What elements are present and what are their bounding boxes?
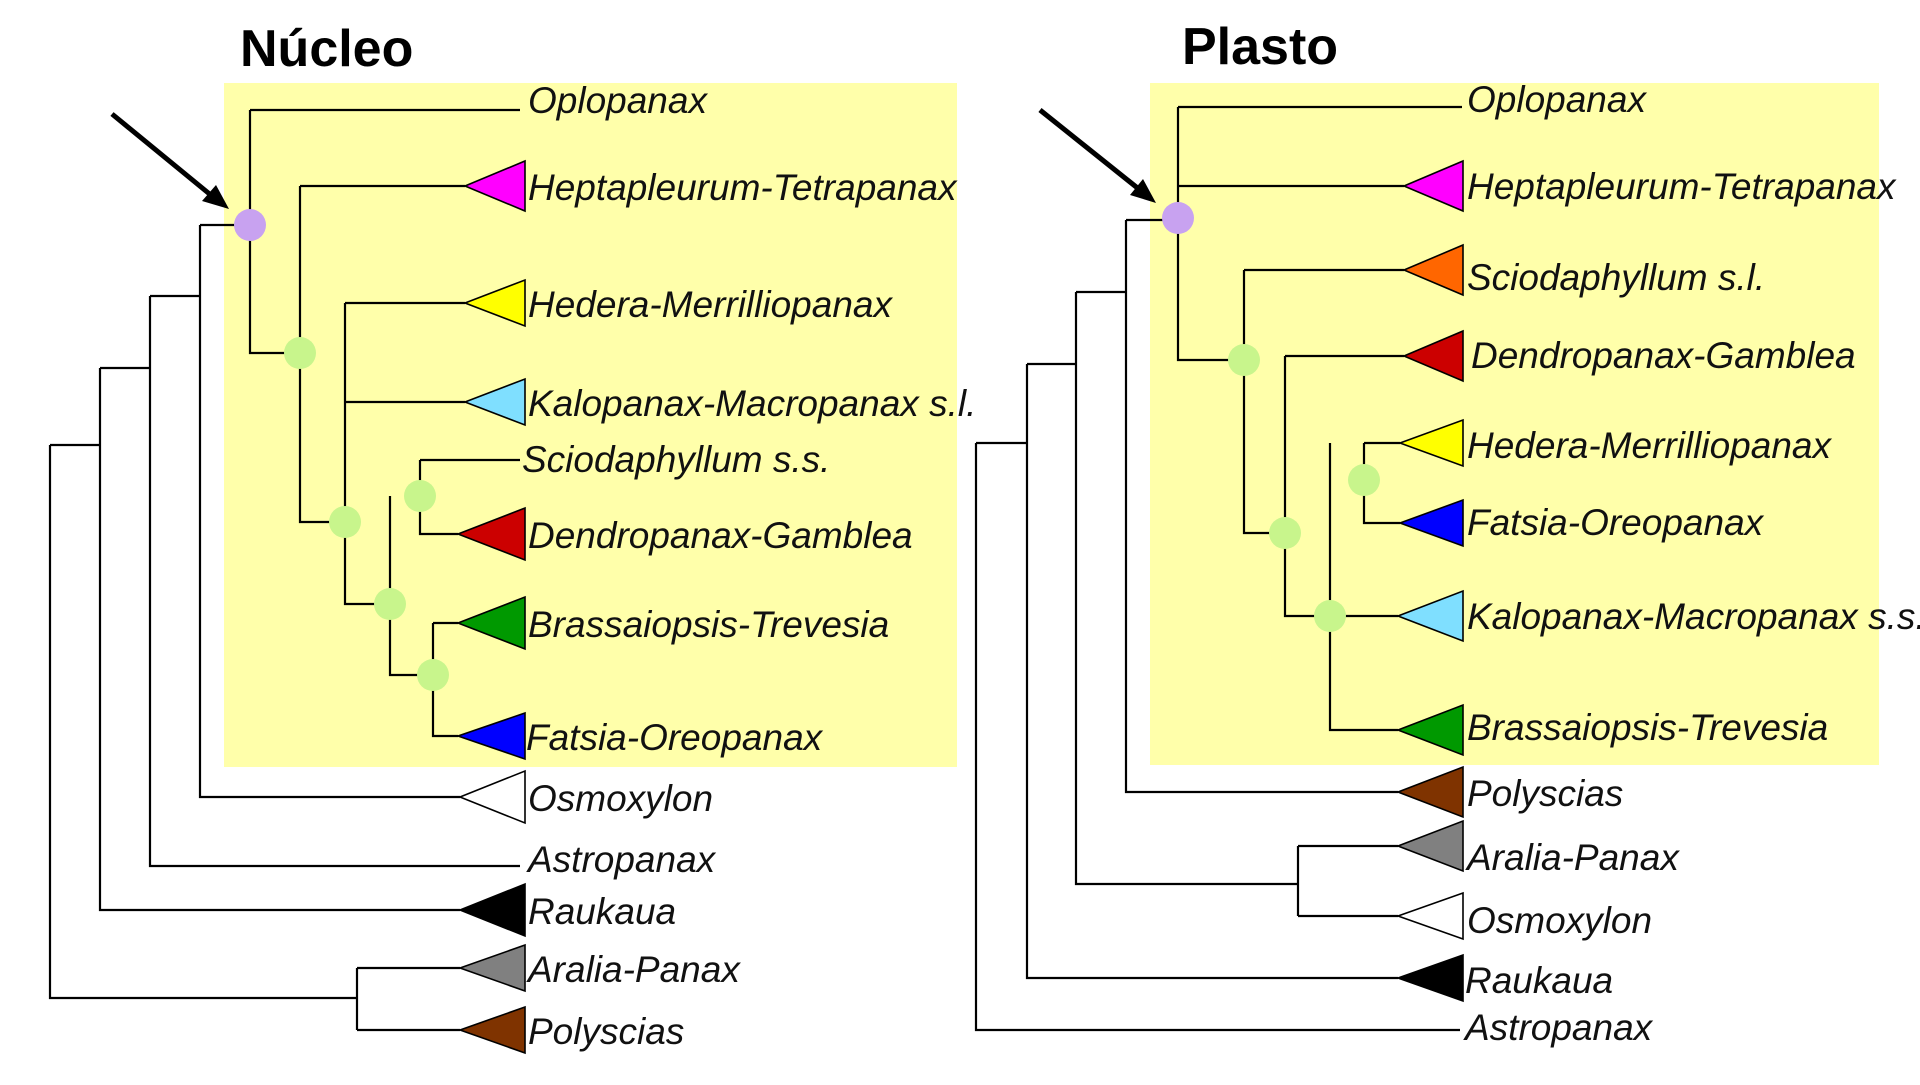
clade-triangle	[1395, 703, 1464, 757]
branch	[1124, 220, 1398, 794]
taxon-label: Aralia-Panax	[1465, 837, 1680, 878]
clade-triangle	[1395, 589, 1464, 643]
branch	[48, 445, 357, 1000]
clade-triangle	[1395, 765, 1464, 819]
taxon-label: Sciodaphyllum s.l.	[1467, 257, 1765, 298]
clade-triangle	[1397, 498, 1464, 548]
panel-plasto: Plasto	[974, 18, 1920, 1048]
taxon-label: Heptapleurum-Tetrapanax	[528, 167, 958, 208]
root-node-marker	[1162, 202, 1194, 234]
taxon-label: Polyscias	[528, 1011, 684, 1052]
taxon-label: Fatsia-Oreopanax	[1467, 502, 1765, 543]
clade-triangles	[455, 159, 526, 1055]
taxon-label: Dendropanax-Gamblea	[528, 515, 913, 556]
branch	[1176, 107, 1244, 362]
taxon-label: Brassaiopsis-Trevesia	[528, 604, 889, 645]
clade-triangle	[457, 1005, 526, 1055]
taxon-label: Kalopanax-Macropanax s.s.	[1467, 596, 1920, 637]
branch	[1074, 292, 1298, 886]
taxon-label: Raukaua	[1465, 960, 1613, 1001]
arrow-pointer	[1038, 108, 1156, 203]
taxon-label: Osmoxylon	[528, 778, 713, 819]
taxon-label: Sciodaphyllum s.s.	[522, 439, 830, 480]
clade-triangle	[1395, 953, 1464, 1003]
taxon-label: Hedera-Merrilliopanax	[528, 284, 893, 325]
arrow-head	[1130, 179, 1156, 203]
support-node-marker	[1228, 344, 1260, 376]
support-node-marker	[1269, 517, 1301, 549]
clade-triangle	[462, 278, 526, 328]
support-node-marker	[404, 480, 436, 512]
taxon-label: Aralia-Panax	[526, 949, 741, 990]
support-nodes	[234, 209, 449, 691]
support-nodes	[1162, 202, 1380, 632]
highlight-box	[224, 83, 957, 767]
panel-nucleo: Núcleo	[48, 20, 976, 1055]
panel-title: Plasto	[1182, 18, 1338, 76]
taxon-label: Astropanax	[526, 839, 717, 880]
taxon-label: Astropanax	[1463, 1007, 1654, 1048]
clade-triangle	[455, 711, 526, 761]
arrow-head	[202, 185, 229, 209]
arrow-shaft	[1038, 108, 1142, 192]
support-node-marker	[417, 659, 449, 691]
clade-triangle	[1401, 159, 1464, 213]
highlight-box	[1150, 83, 1879, 765]
clade-triangles	[1395, 159, 1464, 1003]
branch	[198, 225, 460, 799]
branch	[98, 368, 460, 912]
taxon-label: Raukaua	[528, 891, 676, 932]
taxon-labels: Oplopanax Heptapleurum-Tetrapanax Scioda…	[1463, 79, 1920, 1048]
clade-triangle	[1401, 243, 1464, 297]
support-node-marker	[284, 337, 316, 369]
clade-triangle	[457, 882, 526, 938]
clade-triangle	[1401, 329, 1464, 383]
taxon-label: Brassaiopsis-Trevesia	[1467, 707, 1828, 748]
support-node-marker	[374, 588, 406, 620]
panel-title: Núcleo	[240, 20, 413, 78]
clade-triangle	[1395, 819, 1464, 873]
taxon-label: Dendropanax-Gamblea	[1471, 335, 1856, 376]
branch	[1328, 443, 1398, 732]
arrow-pointer	[110, 112, 229, 209]
tree-branches	[48, 108, 520, 1032]
clade-triangle	[1397, 418, 1464, 468]
taxon-label: Heptapleurum-Tetrapanax	[1467, 166, 1897, 207]
taxon-label: Kalopanax-Macropanax s.l.	[528, 383, 976, 424]
support-node-marker	[1348, 464, 1380, 496]
taxon-label: Oplopanax	[1467, 79, 1647, 120]
branch	[1025, 364, 1398, 980]
clade-triangle	[457, 769, 526, 825]
taxon-label: Osmoxylon	[1467, 900, 1652, 941]
clade-triangle	[455, 506, 526, 562]
clade-triangle	[462, 159, 526, 213]
arrow-shaft	[110, 112, 214, 198]
clade-triangle	[1395, 891, 1464, 941]
branch	[148, 296, 520, 868]
root-node-marker	[234, 209, 266, 241]
taxon-label: Hedera-Merrilliopanax	[1467, 425, 1832, 466]
clade-triangle	[462, 377, 526, 427]
branch	[974, 443, 1460, 1032]
support-node-marker	[1314, 600, 1346, 632]
support-node-marker	[329, 506, 361, 538]
taxon-label: Polyscias	[1467, 773, 1623, 814]
taxon-label: Oplopanax	[528, 80, 708, 121]
taxon-labels: Oplopanax Heptapleurum-Tetrapanax Hedera…	[522, 80, 976, 1052]
taxon-label: Fatsia-Oreopanax	[526, 717, 824, 758]
clade-triangle	[455, 595, 526, 651]
branch	[248, 110, 300, 355]
clade-triangle	[457, 943, 526, 993]
